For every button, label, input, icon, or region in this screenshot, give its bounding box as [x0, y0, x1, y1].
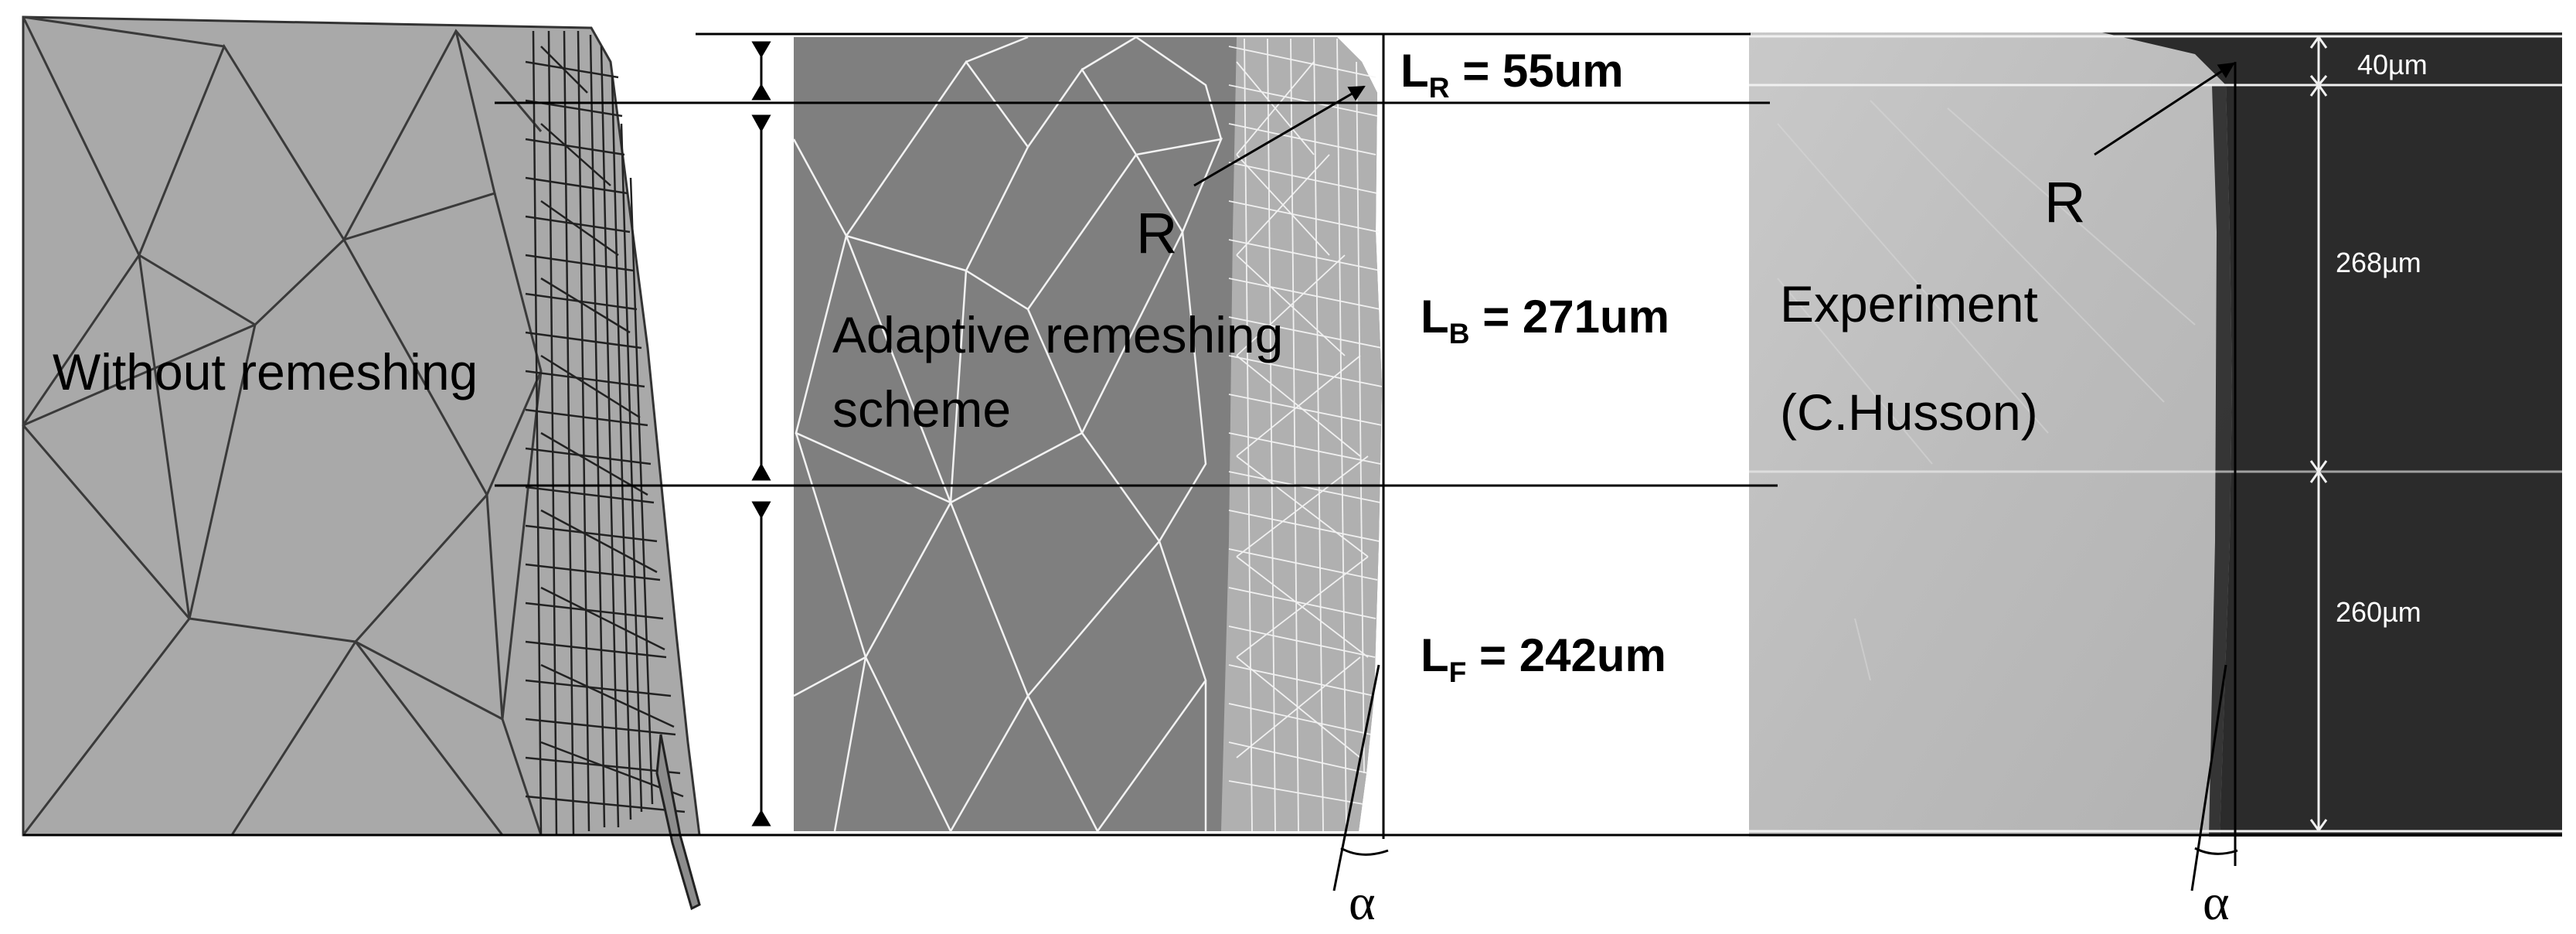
experiment-angle-line	[2190, 664, 2227, 891]
zone-value: = 271um	[1482, 291, 1670, 343]
panel-adaptive-remeshing	[792, 34, 1389, 891]
arrow-head	[751, 84, 771, 101]
label-experiment-line1: Experiment	[1780, 275, 2038, 332]
middle-angle-line	[1332, 664, 1380, 891]
left-mesh-lines	[22, 15, 543, 836]
experiment-dimension-label: 268µm	[2336, 247, 2421, 278]
zone-letter: L	[1421, 629, 1449, 681]
experiment-specimen	[1749, 32, 2232, 837]
panel-without-remeshing	[22, 15, 701, 911]
experiment-measure-lines	[1749, 35, 2562, 833]
experiment-angle-arc	[2194, 847, 2238, 855]
arrow-head	[751, 114, 771, 133]
zone-subscript: B	[1448, 317, 1470, 350]
label-experiment-line2: (C.Husson)	[1780, 383, 2038, 441]
arrow-head	[751, 41, 771, 58]
experiment-scratches	[1777, 100, 2196, 681]
zone-subscript: R	[1428, 71, 1450, 104]
zone-dimension-arrows	[751, 41, 771, 827]
zone-label-rollover: LR = 55um	[1400, 45, 1624, 102]
zone-label-burnish: LB = 271um	[1421, 291, 1670, 348]
zone-subscript: F	[1448, 656, 1467, 689]
experiment-radius-arrow	[2094, 62, 2235, 156]
zone-letter: L	[1421, 291, 1449, 343]
label-without-remeshing: Without remeshing	[53, 343, 478, 401]
experiment-dimension-label: 40µm	[2357, 49, 2428, 80]
zone-boundary-lines	[23, 32, 2562, 837]
label-adaptive-remeshing-line2: scheme	[832, 380, 1012, 438]
left-mesh-dense-edge	[525, 30, 686, 836]
zone-value: = 55um	[1462, 45, 1624, 97]
radius-label-experiment: R	[2044, 170, 2086, 234]
arrow-head	[751, 501, 771, 520]
arrow-head	[751, 462, 771, 481]
zone-letter: L	[1400, 45, 1429, 97]
experiment-edge-shadow	[2209, 85, 2232, 837]
middle-angle-arc	[1340, 847, 1389, 856]
panel-experiment	[1749, 32, 2562, 891]
arrow-head	[751, 810, 771, 827]
angle-label-experiment: α	[2203, 874, 2230, 931]
experiment-dimension-label: 260µm	[2336, 596, 2421, 628]
middle-mesh-fine	[1228, 38, 1383, 832]
zone-label-fracture: LF = 242um	[1421, 629, 1666, 687]
radius-label-middle: R	[1136, 201, 1178, 265]
zone-value: = 242um	[1479, 629, 1666, 681]
angle-label-middle: α	[1349, 874, 1376, 931]
middle-mesh-lines	[792, 36, 1223, 833]
label-adaptive-remeshing-line1: Adaptive remeshing	[832, 306, 1284, 363]
